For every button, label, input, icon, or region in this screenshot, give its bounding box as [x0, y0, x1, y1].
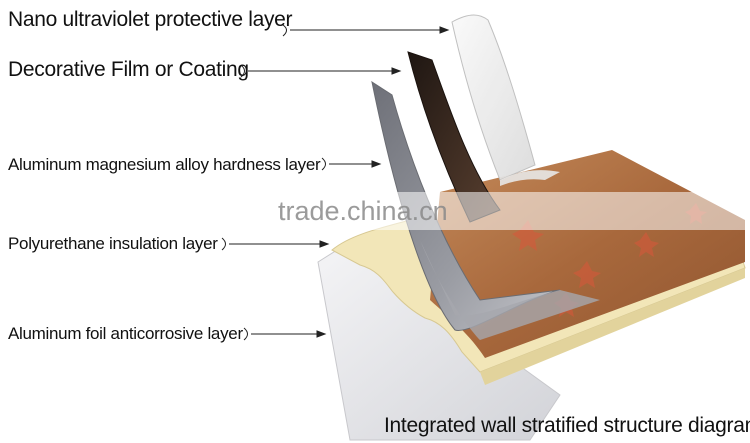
label-alloy-hardness-layer: Aluminum magnesium alloy hardness layer [8, 155, 321, 174]
label-arrows [221, 24, 450, 341]
label-pu-insulation-layer: Polyurethane insulation layer [8, 234, 218, 253]
watermark-text: trade.china.cn [278, 196, 448, 226]
alloy-lower-band [420, 240, 600, 340]
watermark-band [270, 192, 750, 230]
uv-layer-shape [451, 14, 536, 181]
diagram-caption: Integrated wall stratified structure dia… [384, 414, 750, 437]
label-nano-uv-layer: Nano ultraviolet protective layer [8, 8, 293, 31]
label-decorative-film: Decorative Film or Coating [8, 58, 249, 81]
label-foil-anticorrosive-layer: Aluminum foil anticorrosive layer [8, 324, 243, 343]
foam-edge-shadow [480, 268, 745, 385]
uv-sheet-curl [500, 170, 560, 186]
